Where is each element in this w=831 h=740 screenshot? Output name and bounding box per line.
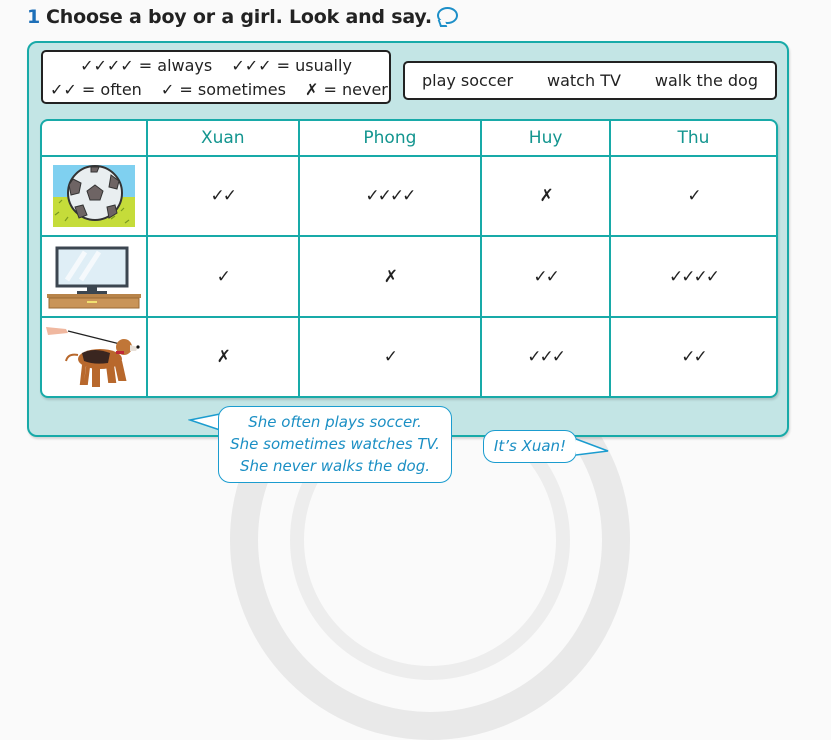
- activity-play-soccer: play soccer: [421, 71, 514, 90]
- cell-xuan-soccer: ✓✓: [146, 155, 300, 238]
- key-sometimes: ✓ = sometimes: [160, 80, 286, 99]
- activity-watch-tv: watch TV: [547, 71, 621, 90]
- key-always: ✓✓✓✓ = always: [80, 56, 213, 75]
- cell-huy-tv: ✓✓: [480, 235, 611, 318]
- key-row-1: ✓✓✓✓ = always ✓✓✓ = usually: [43, 54, 389, 78]
- speech-tail-right: [575, 438, 609, 456]
- key-never: ✗ = never: [305, 80, 388, 99]
- frequency-key: ✓✓✓✓ = always ✓✓✓ = usually ✓✓ = often ✓…: [41, 50, 391, 104]
- header-huy: Huy: [480, 121, 611, 158]
- clue-line-3: She never walks the dog.: [239, 457, 431, 475]
- key-row-2: ✓✓ = often ✓ = sometimes ✗ = never: [43, 78, 389, 102]
- table-row: ✓ ✗ ✓✓ ✓✓✓✓: [42, 235, 776, 318]
- cell-thu-soccer: ✓: [608, 155, 776, 238]
- activity-walk-the-dog: walk the dog: [654, 71, 758, 90]
- activity-word-box: play soccer watch TV walk the dog: [403, 61, 777, 100]
- cell-phong-soccer: ✓✓✓✓: [297, 155, 483, 238]
- dog-walking-image: [42, 315, 148, 396]
- clue-speech-bubble: She often plays soccer. She sometimes wa…: [218, 406, 452, 483]
- soccer-ball-image: [42, 155, 148, 238]
- cell-phong-dog: ✓: [297, 315, 483, 396]
- cell-xuan-tv: ✓: [146, 235, 300, 318]
- cell-huy-soccer: ✗: [480, 155, 611, 238]
- exercise-number: 1: [27, 6, 41, 28]
- cell-phong-tv: ✗: [297, 235, 483, 318]
- clue-line-2: She sometimes watches TV.: [230, 435, 440, 453]
- cell-huy-dog: ✓✓✓: [480, 315, 611, 396]
- header-xuan: Xuan: [146, 121, 300, 158]
- answer-speech-bubble: It’s Xuan!: [483, 430, 577, 463]
- table-row: ✓✓ ✓✓✓✓ ✗ ✓: [42, 155, 776, 238]
- frequency-table: Xuan Phong Huy Thu ✓✓: [40, 119, 778, 398]
- header-thu: Thu: [608, 121, 776, 158]
- answer-text: It’s Xuan!: [493, 437, 567, 455]
- header-blank: [42, 121, 148, 158]
- cell-thu-dog: ✓✓: [608, 315, 776, 396]
- speech-tail-left: [188, 413, 221, 431]
- table-row: ✗ ✓ ✓✓✓ ✓✓: [42, 315, 776, 396]
- cell-thu-tv: ✓✓✓✓: [608, 235, 776, 318]
- speech-bubble-icon: [436, 7, 458, 24]
- tv-image: [42, 235, 148, 318]
- key-often: ✓✓ = often: [50, 80, 142, 99]
- clue-line-1: She often plays soccer.: [248, 413, 422, 431]
- header-phong: Phong: [297, 121, 483, 158]
- table-header-row: Xuan Phong Huy Thu: [42, 121, 776, 158]
- cell-xuan-dog: ✗: [146, 315, 300, 396]
- key-usually: ✓✓✓ = usually: [231, 56, 352, 75]
- exercise-instruction: Choose a boy or a girl. Look and say.: [46, 6, 432, 28]
